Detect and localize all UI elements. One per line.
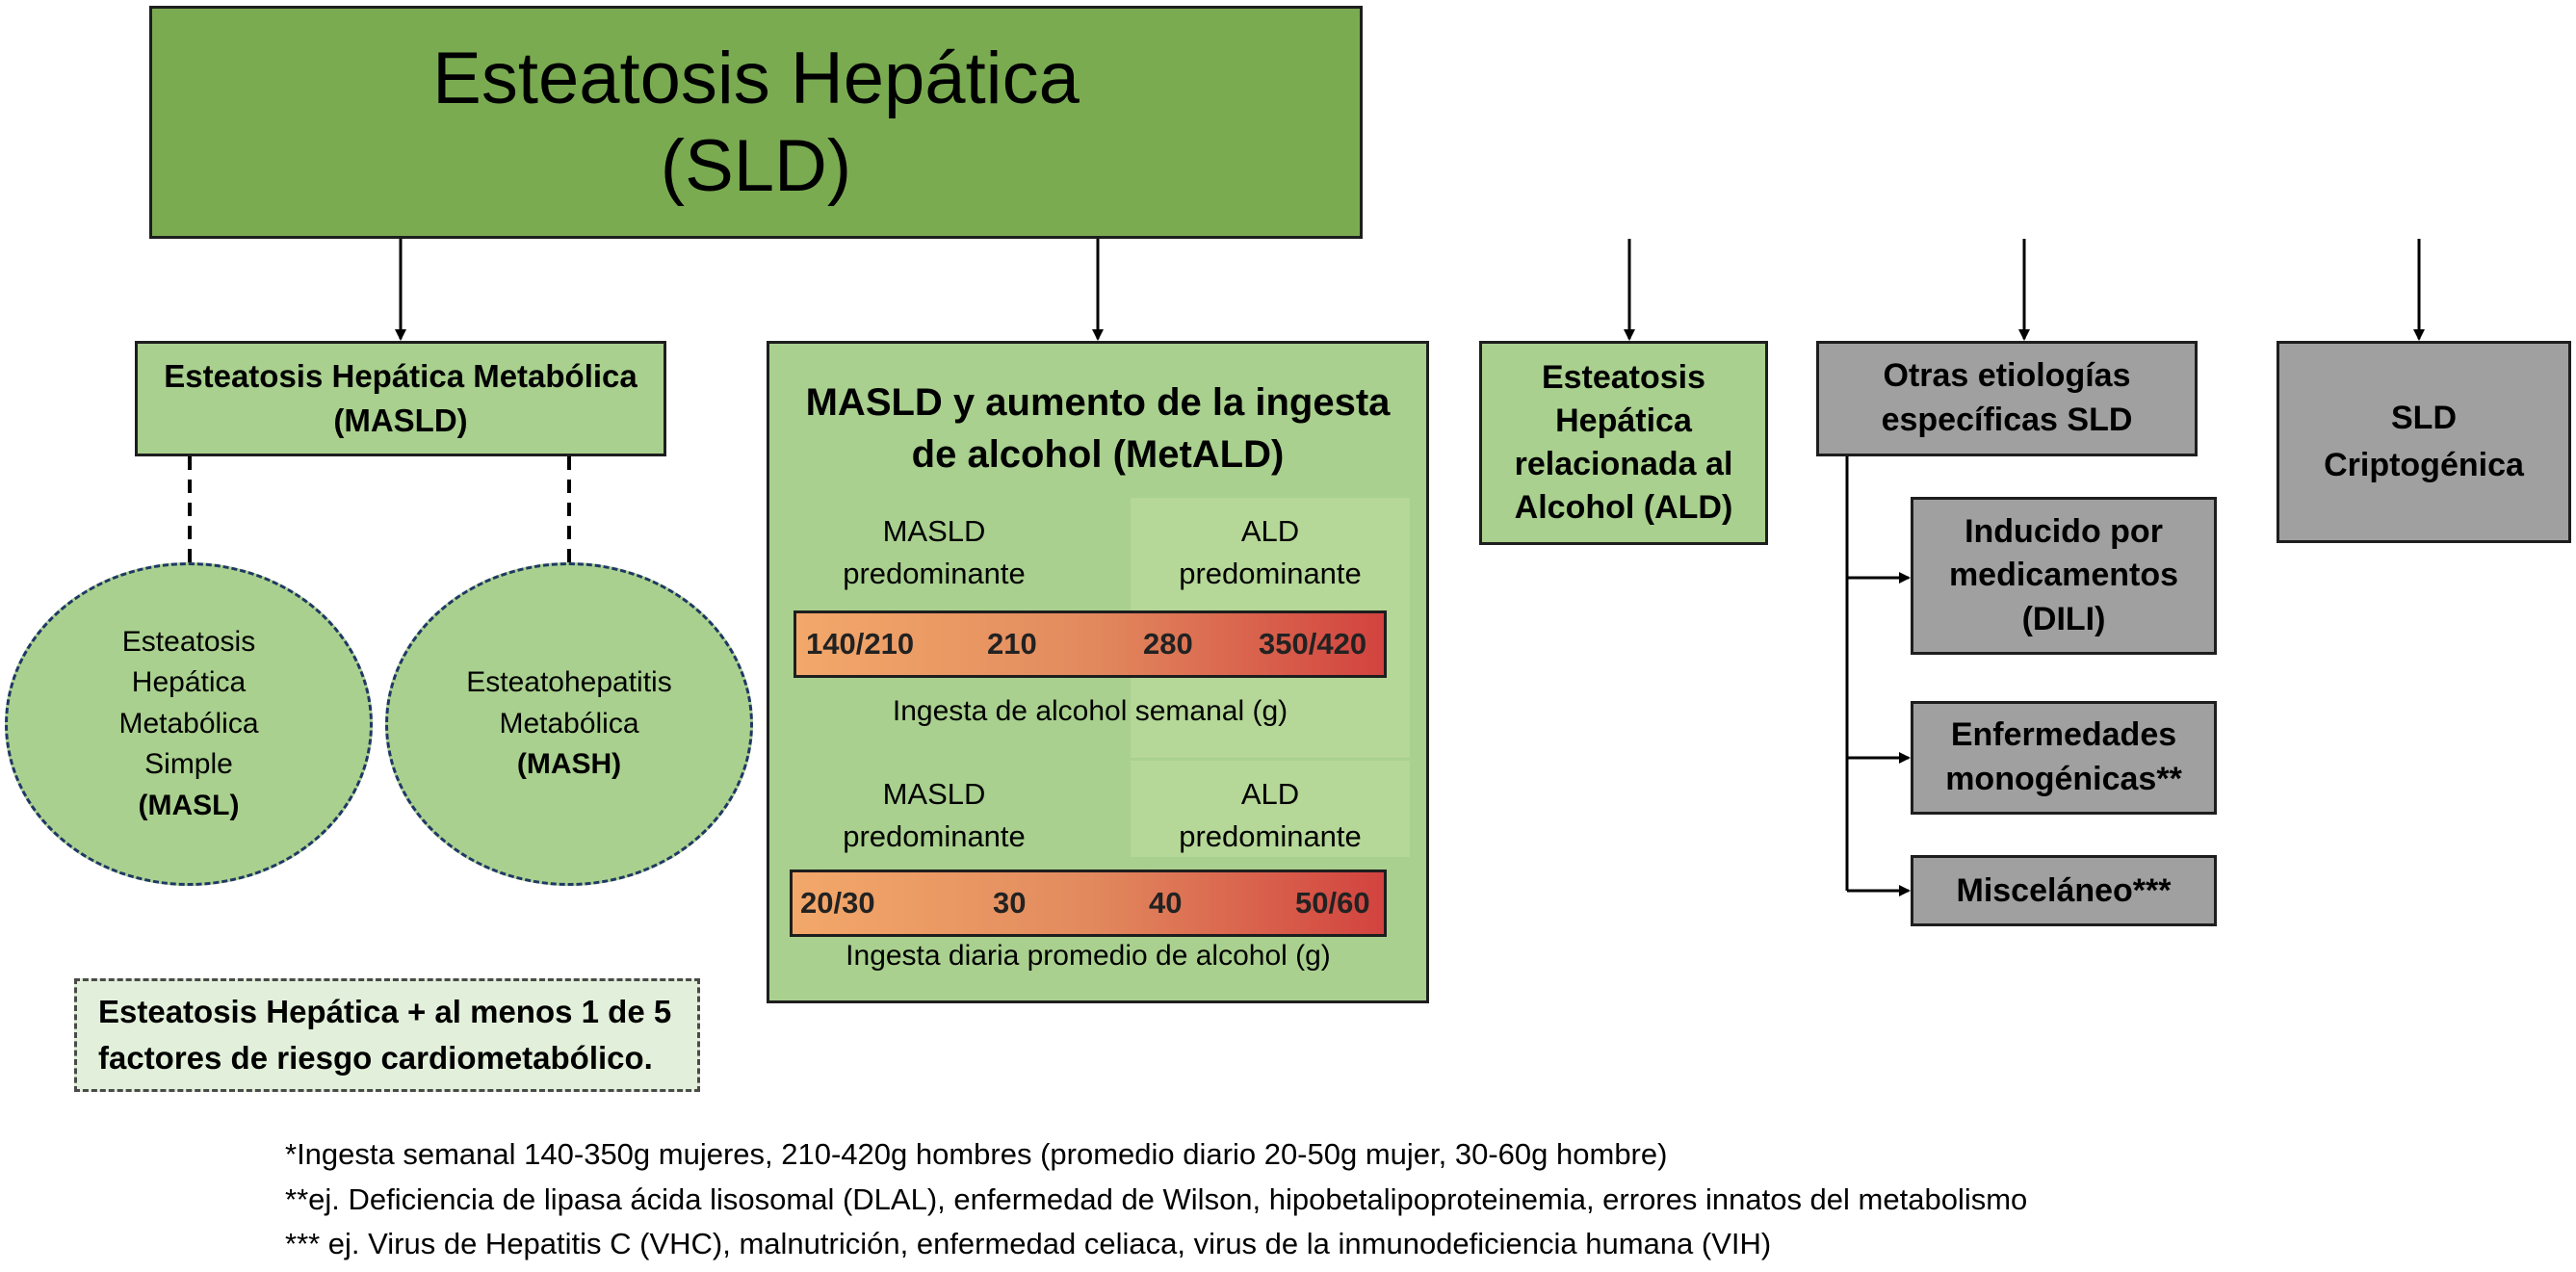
- daily-axis-label: Ingesta diaria promedio de alcohol (g): [846, 940, 1331, 972]
- otras-line: específicas SLD: [1881, 402, 2133, 438]
- title-line1: Esteatosis Hepática: [432, 37, 1080, 119]
- risk-note-line2: factores de riesgo cardiometabólico.: [98, 1040, 653, 1076]
- otras-etiologias-box: Otras etiologías específicas SLD: [1816, 341, 2198, 456]
- weekly-right-label-line: predominante: [1179, 557, 1362, 591]
- misc-box: Misceláneo***: [1911, 855, 2217, 926]
- mash-line: Metabólica: [499, 707, 639, 740]
- weekly-left-label-line: MASLD: [882, 514, 986, 548]
- weekly-right-label: ALD predominante: [1131, 510, 1410, 595]
- daily-right-label: ALD predominante: [1131, 773, 1410, 858]
- masl-line: Simple: [144, 748, 233, 781]
- ald-line: Hepática: [1555, 402, 1692, 439]
- title-box: Esteatosis Hepática (SLD): [149, 6, 1363, 239]
- weekly-left-label-line: predominante: [843, 557, 1026, 591]
- daily-right-label-line: predominante: [1179, 819, 1362, 854]
- weekly-tick: 210: [987, 627, 1037, 661]
- footnotes: *Ingesta semanal 140-350g mujeres, 210-4…: [285, 1132, 2027, 1267]
- masl-line: Metabólica: [118, 707, 259, 740]
- ald-line: relacionada al: [1514, 446, 1733, 482]
- mash-abbr: (MASH): [516, 748, 622, 781]
- weekly-scale-bar: 140/210 210 280 350/420: [794, 610, 1387, 678]
- dili-line: (DILI): [2021, 600, 2106, 637]
- dili-box: Inducido por medicamentos (DILI): [1911, 497, 2217, 655]
- footnote: *** ej. Virus de Hepatitis C (VHC), maln…: [285, 1227, 1772, 1260]
- ald-line: Alcohol (ALD): [1514, 489, 1733, 527]
- dili-line: medicamentos: [1948, 557, 2179, 594]
- daily-right-label-line: ALD: [1240, 777, 1300, 811]
- weekly-right-label-line: ALD: [1240, 514, 1300, 548]
- risk-note: Esteatosis Hepática + al menos 1 de 5 fa…: [74, 978, 700, 1092]
- daily-left-label-line: predominante: [843, 819, 1026, 854]
- dili-line: Inducido por: [1965, 513, 2163, 551]
- mash-ellipse: Esteatohepatitis Metabólica (MASH): [385, 562, 753, 886]
- otras-line: Otras etiologías: [1883, 357, 2131, 395]
- weekly-tick: 140/210: [806, 627, 915, 661]
- mash-line: Esteatohepatitis: [466, 666, 672, 699]
- monogenic-box: Enfermedades monogénicas**: [1911, 701, 2217, 815]
- metald-title-line1: MASLD y aumento de la ingesta: [805, 381, 1391, 424]
- crypto-line: SLD: [2391, 399, 2457, 436]
- footnote: **ej. Deficiencia de lipasa ácida lisoso…: [285, 1181, 2028, 1216]
- misc-label: Misceláneo***: [1956, 871, 2172, 909]
- daily-left-label: MASLD predominante: [790, 773, 1079, 858]
- masld-box: Esteatosis Hepática Metabólica (MASLD): [135, 341, 666, 456]
- crypto-line: Criptogénica: [2324, 447, 2524, 483]
- metald-title-line2: de alcohol (MetALD): [911, 433, 1285, 476]
- daily-tick: 40: [1149, 886, 1183, 920]
- daily-tick: 20/30: [800, 886, 875, 920]
- daily-left-label-line: MASLD: [882, 777, 986, 811]
- mono-line: monogénicas**: [1945, 761, 2182, 797]
- weekly-left-label: MASLD predominante: [790, 510, 1079, 595]
- metald-daily-panel: [1131, 761, 1410, 857]
- masl-ellipse: Esteatosis Hepática Metabólica Simple (M…: [5, 562, 373, 886]
- masl-abbr: (MASL): [138, 789, 240, 821]
- masl-line: Esteatosis: [121, 625, 256, 658]
- masld-line1: Esteatosis Hepática Metabólica: [164, 357, 637, 394]
- mono-line: Enfermedades: [1950, 716, 2177, 754]
- weekly-tick: 350/420: [1259, 627, 1367, 661]
- ald-line: Esteatosis: [1541, 358, 1706, 396]
- footnote: *Ingesta semanal 140-350g mujeres, 210-4…: [285, 1137, 1668, 1171]
- ald-box: Esteatosis Hepática relacionada al Alcoh…: [1479, 341, 1768, 545]
- masld-line2: (MASLD): [333, 402, 468, 438]
- weekly-tick: 280: [1143, 627, 1193, 661]
- daily-scale-bar: 20/30 30 40 50/60: [790, 870, 1387, 937]
- daily-tick: 30: [993, 886, 1027, 920]
- title-line2: (SLD): [660, 125, 852, 207]
- weekly-axis-label: Ingesta de alcohol semanal (g): [892, 695, 1288, 727]
- masl-line: Hepática: [131, 666, 247, 699]
- metald-title: MASLD y aumento de la ingesta de alcohol…: [806, 376, 1391, 480]
- cryptogenic-box: SLD Criptogénica: [2277, 341, 2571, 543]
- risk-note-line1: Esteatosis Hepática + al menos 1 de 5: [98, 994, 672, 1030]
- daily-tick: 50/60: [1295, 886, 1370, 920]
